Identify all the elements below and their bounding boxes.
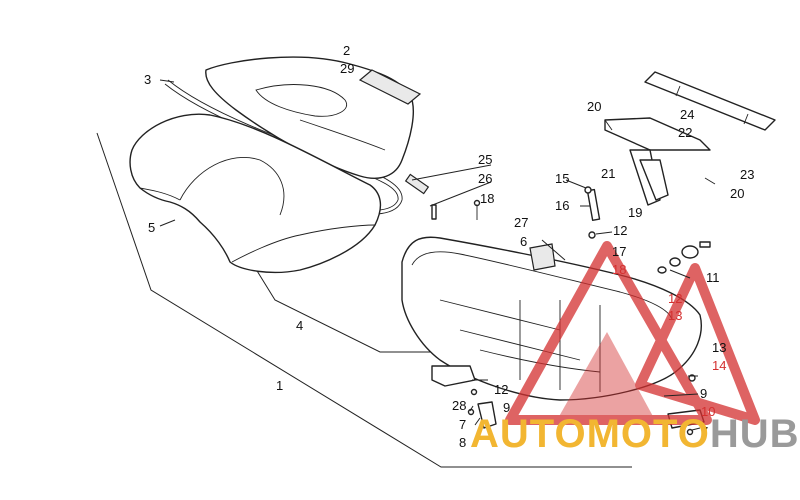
callout-leaders — [159, 79, 701, 431]
mount-bracket-24 — [644, 71, 776, 131]
decal-6 — [529, 243, 556, 271]
strut — [584, 186, 601, 239]
watermark-text-gray: HUB — [709, 412, 800, 456]
callout-7-left: 7 — [459, 417, 466, 432]
watermark-text-colored: AUTOMOTO — [470, 412, 710, 456]
callout-20-top: 20 — [587, 99, 601, 114]
callout-14: 14 — [712, 358, 726, 373]
watermark-text: AUTOMOTOHUB — [470, 414, 800, 454]
callout-11: 11 — [706, 270, 720, 285]
callout-9-right: 9 — [700, 386, 707, 401]
callout-23: 23 — [740, 167, 754, 182]
callout-12-top: 12 — [613, 223, 627, 238]
callout-labels: 1 2 29 3 4 5 6 7 7 8 9 9 10 11 12 12 12 … — [144, 43, 754, 450]
callout-7-right: 7 — [701, 424, 708, 439]
watermark-triangle-fill — [557, 332, 655, 420]
callout-6: 6 — [520, 234, 527, 249]
callout-28: 28 — [452, 398, 466, 413]
watermark-triangle-right — [635, 263, 760, 425]
callout-21: 21 — [601, 166, 615, 181]
fastener-18 — [473, 199, 481, 220]
callout-24: 24 — [680, 107, 694, 122]
callout-12-mid: 12 — [668, 291, 682, 306]
latch-assembly — [404, 173, 437, 220]
callout-1: 1 — [276, 378, 283, 393]
callout-19: 19 — [628, 205, 642, 220]
callout-5: 5 — [148, 220, 155, 235]
callout-15: 15 — [555, 171, 569, 186]
support-arms — [604, 117, 711, 206]
callout-10: 10 — [701, 404, 715, 419]
callout-3: 3 — [144, 72, 151, 87]
callout-25: 25 — [478, 152, 492, 167]
lower-shell — [129, 113, 382, 274]
callout-27: 27 — [514, 215, 528, 230]
callout-13-red: 13 — [668, 308, 682, 323]
callout-22: 22 — [678, 125, 692, 140]
callout-16: 16 — [555, 198, 569, 213]
callout-17: 17 — [612, 244, 626, 259]
watermark-logo — [505, 241, 760, 425]
callout-4: 4 — [296, 318, 303, 333]
decal-plate — [358, 69, 422, 105]
callout-18-red: 18 — [612, 262, 626, 277]
callout-29: 29 — [340, 61, 354, 76]
watermark-triangle-left — [505, 241, 712, 425]
callout-18-top: 18 — [480, 191, 494, 206]
callout-9-left: 9 — [503, 400, 510, 415]
bolts-20 — [604, 119, 716, 185]
callout-13: 13 — [712, 340, 726, 355]
latch-11 — [657, 241, 711, 274]
callout-12-bottom: 12 — [494, 382, 508, 397]
callout-8: 8 — [459, 435, 466, 450]
top-lid — [205, 56, 414, 179]
callout-2: 2 — [343, 43, 350, 58]
callout-20-bottom: 20 — [730, 186, 744, 201]
callout-26: 26 — [478, 171, 492, 186]
